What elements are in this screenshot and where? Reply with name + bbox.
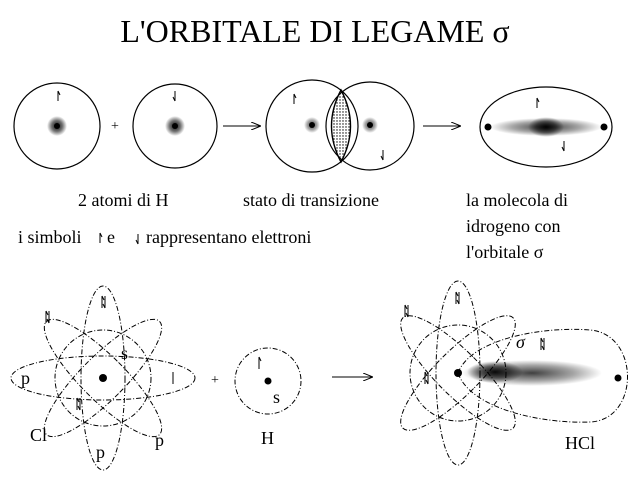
caption-two-atoms: 2 atomi di H (78, 190, 169, 210)
hcl-molecule (400, 280, 628, 466)
electron-spin-down-icon (380, 150, 384, 161)
h2-molecule (479, 86, 613, 168)
cl-atom (10, 285, 196, 471)
electron-pair-icon (455, 291, 460, 305)
label-p-bottom: p (96, 442, 105, 462)
electron-spin-down-icon (561, 141, 565, 152)
p-orbital-horizontal (10, 355, 196, 401)
label-sigma: σ (516, 332, 526, 352)
h-atom-2 (132, 83, 218, 169)
electron-pair-icon (101, 295, 106, 309)
label-h: H (261, 428, 274, 448)
label-p-left: p (21, 368, 30, 388)
h-atom-1 (13, 82, 101, 170)
label-hcl: HCl (565, 433, 595, 453)
caption-molecule-line1: la molecola di (466, 190, 568, 210)
electron-spin-down-icon (135, 234, 139, 245)
label-h-s: s (273, 387, 280, 407)
s-orbital (54, 329, 152, 427)
caption-molecule-line3: l'orbitale σ (466, 242, 544, 262)
transition-state (265, 79, 415, 173)
cl-nucleus (454, 369, 462, 377)
electron-pair-icon (404, 304, 409, 318)
plus-sign-2: + (211, 373, 219, 388)
electron-pair-icon (540, 337, 545, 351)
p-orbital-diagonal-2 (43, 318, 163, 438)
caption-molecule-line2: idrogeno con (466, 216, 560, 236)
h-atom-bottom (234, 347, 302, 415)
electron-spin-up-icon (293, 93, 297, 104)
caption-symbols-3: rappresentano elettroni (146, 227, 311, 247)
electron-pair-icon (76, 397, 81, 411)
electron-spin-up-icon (99, 232, 103, 243)
caption-transition: stato di transizione (243, 190, 379, 210)
p-orbital-vertical (80, 285, 126, 471)
plus-sign-1: + (111, 119, 119, 134)
electron-spin-up-icon (536, 97, 540, 108)
cl-nucleus (99, 374, 107, 382)
caption-symbols-1: i simboli (18, 227, 82, 247)
overlap-region (330, 88, 352, 164)
label-cl: Cl (30, 425, 47, 445)
label-s: s (121, 343, 128, 363)
electron-spin-down-icon (172, 91, 176, 102)
label-p-bottom-right: p (155, 430, 164, 450)
p-orbital-diagonal-1 (43, 318, 163, 438)
electron-pair-icon (45, 310, 50, 324)
h-nucleus (614, 374, 622, 382)
sigma-bond-orbital (457, 328, 628, 423)
electron-spin-up-icon (57, 90, 61, 101)
electron-spin-up-icon (258, 356, 262, 369)
page-title: L'ORBITALE DI LEGAME σ (120, 13, 509, 49)
electron-pair-icon (424, 371, 429, 385)
caption-symbols-2: e (107, 227, 115, 247)
